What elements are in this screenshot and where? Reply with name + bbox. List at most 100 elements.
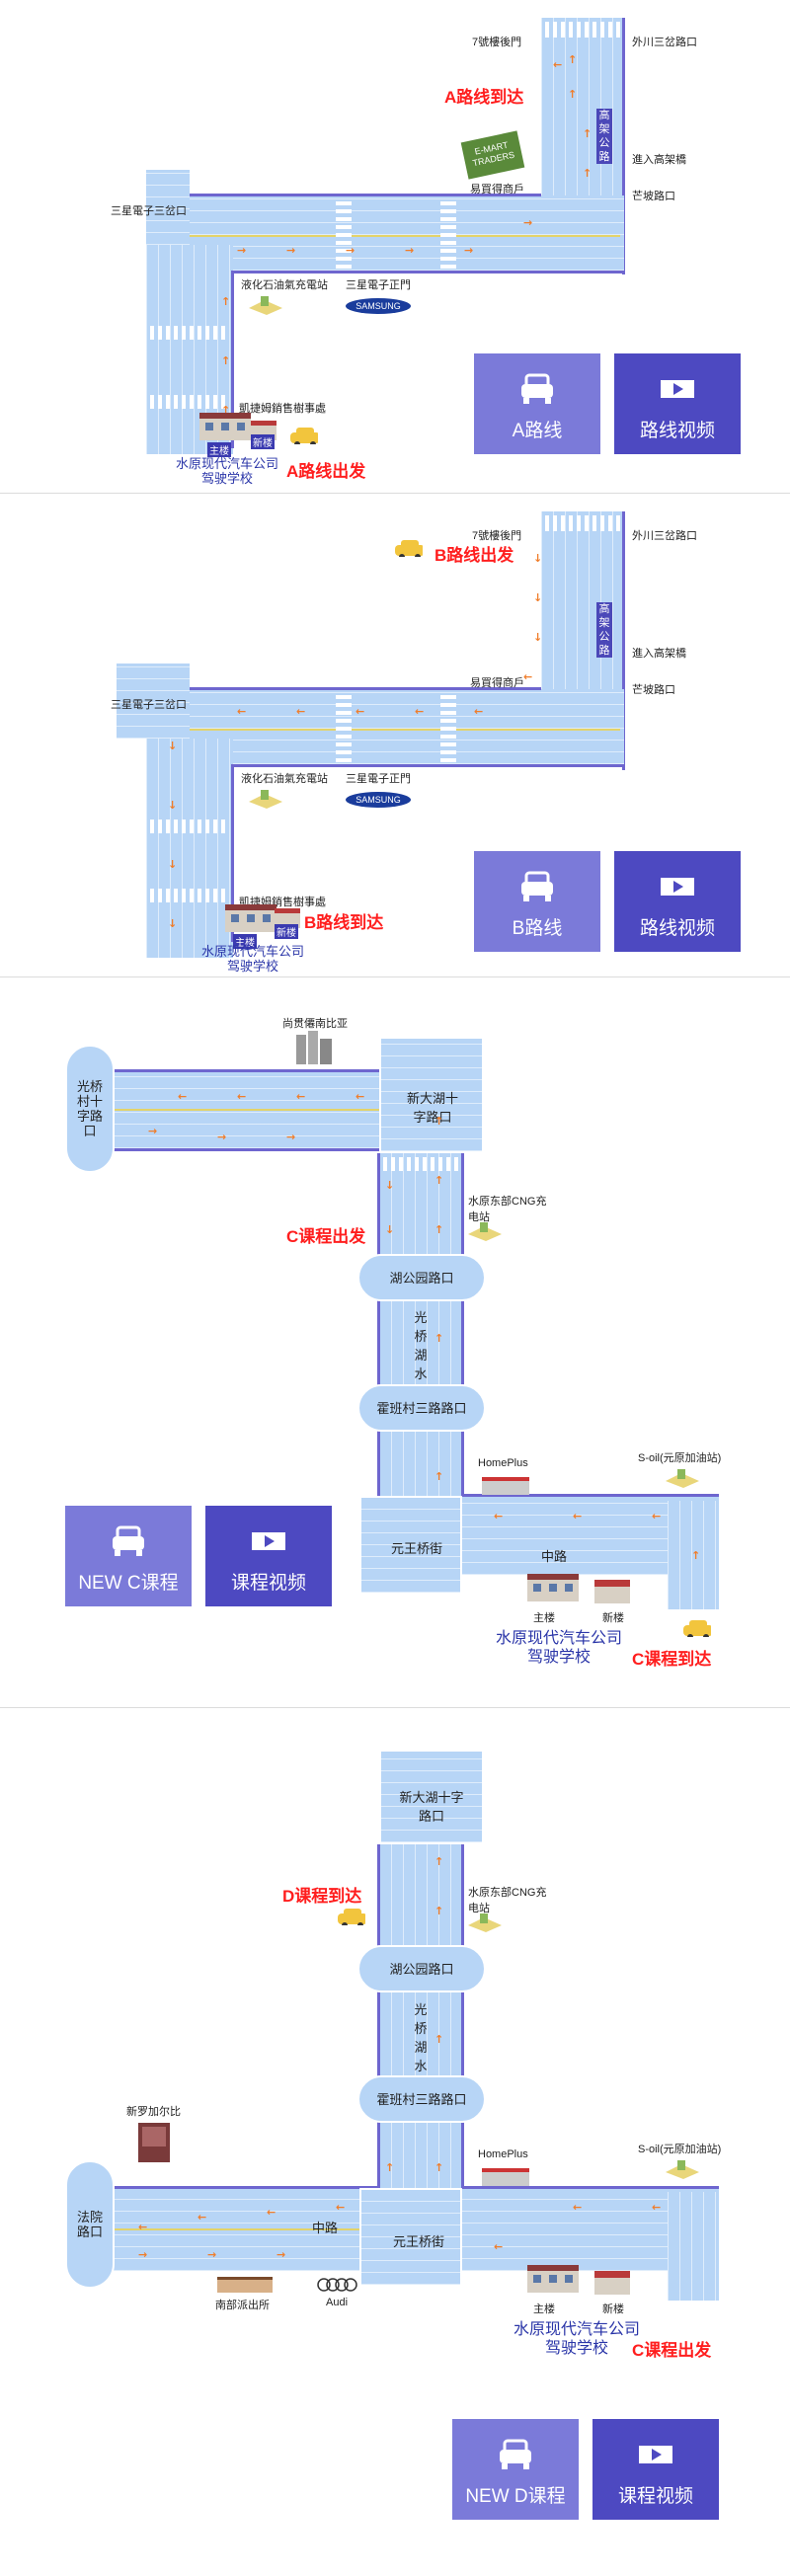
route-b-map: ↓ ↓ ↓ ← ← ← ← ← ← ↓ ↓ ↓ ↓ 高架公路 7號樓後門 外川三… <box>0 494 790 977</box>
route-a-map: ↑ ↑ ↑ ↑ ← → → → → → → ↑ ↑ ↑ 高架公路 7號樓後門 外… <box>0 0 790 494</box>
road-edge <box>231 271 234 448</box>
main-building-icon <box>199 413 251 440</box>
soil-label: S-oil(元原加油站) <box>638 1452 722 1464</box>
new-building-tag: 新楼 <box>275 924 298 939</box>
hugongyuan-label: 湖公园路口 <box>389 1270 454 1286</box>
route-arrow: → <box>217 1131 227 1143</box>
route-arrow: ← <box>356 1090 365 1103</box>
samsung-junction-label: 三星電子三岔口 <box>111 699 187 711</box>
main-building-icon <box>225 904 276 932</box>
route-arrow: ↑ <box>568 53 578 66</box>
crosswalk <box>545 515 620 531</box>
enter-viaduct-label: 進入高架橋 <box>632 648 686 660</box>
gas-station-icon <box>666 1469 699 1488</box>
route-arrow: ↓ <box>385 1223 395 1236</box>
course-d-button-label: NEW D课程 <box>465 2486 566 2507</box>
building-icon <box>296 1031 332 1064</box>
route-b-depart-label: B路线出发 <box>434 546 514 565</box>
center-line <box>186 729 620 731</box>
school-name-line1: 水原现代汽车公司 <box>496 1630 623 1647</box>
route-arrow: ← <box>415 705 425 718</box>
route-arrow: ↓ <box>168 740 178 752</box>
crosswalk <box>150 326 229 340</box>
main-building-icon <box>527 2265 579 2293</box>
route-arrow: ↓ <box>385 1179 395 1192</box>
fayuan-label: 法院路口 <box>76 2210 103 2239</box>
route-b-button-label: B路线 <box>512 918 563 939</box>
route-arrow: ← <box>237 705 247 718</box>
xindahu-block <box>379 1750 484 1844</box>
route-video-button[interactable]: 路线视频 <box>614 353 741 454</box>
crosswalk <box>383 1157 458 1171</box>
yuanwang-block <box>359 1496 462 1595</box>
road-corner <box>541 689 624 764</box>
center-line <box>109 2228 375 2230</box>
road-right-vertical <box>668 2192 719 2301</box>
huoban-label: 霍班村三路路口 <box>376 2091 467 2107</box>
cng-label: 水原东部CNG充电站 <box>468 1887 547 1914</box>
huoban-label: 霍班村三路路口 <box>376 1400 467 1416</box>
road-edge <box>186 194 541 196</box>
gas-station-icon <box>468 1222 502 1241</box>
crosswalk <box>440 197 456 269</box>
route-arrow: ← <box>198 2211 207 2224</box>
video-icon <box>661 874 694 899</box>
road-edge <box>622 511 625 770</box>
route-b-button[interactable]: B路线 <box>474 851 600 952</box>
route-arrow: → <box>464 244 474 257</box>
course-c-button[interactable]: NEW C课程 <box>65 1506 192 1606</box>
route-a-button[interactable]: A路线 <box>474 353 600 454</box>
route-arrow: → <box>405 244 415 257</box>
route-arrow: ↑ <box>434 1855 444 1868</box>
crosswalk <box>440 691 456 762</box>
road-edge <box>377 1153 380 1499</box>
homeplus-label: HomePlus <box>478 2148 528 2160</box>
audi-label: Audi <box>326 2297 349 2308</box>
route-arrow: ↑ <box>434 1332 444 1345</box>
car-icon <box>521 373 553 404</box>
gas-station-icon <box>249 296 282 315</box>
new-building-tag: 新楼 <box>602 2303 624 2315</box>
route-video-button[interactable]: 路线视频 <box>614 851 741 952</box>
course-d-map: 新大湖十字路口 湖公园路口 光桥湖水道 霍班村三路路口 法院路口 元王桥街 中路… <box>0 1708 790 2574</box>
waichuan-label: 外川三岔路口 <box>632 530 697 542</box>
route-arrow: ↑ <box>691 1549 701 1562</box>
homeplus-building-icon <box>482 2168 529 2186</box>
viaduct-label: 高架公路 <box>596 109 612 164</box>
intersection-block <box>146 170 190 245</box>
road-vertical <box>379 1153 462 1528</box>
samsung-gate-label: 三星電子正門 <box>346 279 411 291</box>
route-arrow: ← <box>296 1090 306 1103</box>
yimaoshang-label: 易買得商戶 <box>470 677 524 689</box>
road-edge <box>233 271 625 273</box>
route-arrow: ← <box>237 1090 247 1103</box>
course-d-depart-label: C课程出发 <box>632 2341 712 2360</box>
route-arrow: ↓ <box>168 917 178 930</box>
main-building-tag: 主楼 <box>233 934 257 949</box>
route-arrow: ↑ <box>568 88 578 101</box>
route-arrow: ↑ <box>583 127 592 140</box>
car-icon <box>521 871 553 901</box>
course-video-button[interactable]: 课程视频 <box>592 2419 719 2520</box>
route-arrow: → <box>237 244 247 257</box>
road-edge <box>461 1844 464 2190</box>
course-d-button[interactable]: NEW D课程 <box>452 2419 579 2520</box>
slope-label: 芒坡路口 <box>632 191 675 202</box>
homeplus-building-icon <box>482 1477 529 1495</box>
emart-logo: E-MART TRADERS <box>460 130 525 180</box>
school-name-line2: 驾驶学校 <box>201 471 254 486</box>
route-arrow: ↑ <box>221 354 231 367</box>
crosswalk <box>336 197 352 269</box>
route-arrow: ↓ <box>533 631 543 644</box>
route-arrow: → <box>207 2248 217 2261</box>
gate7-label: 7號樓後門 <box>472 37 522 48</box>
route-arrow: → <box>276 2248 286 2261</box>
route-a-arrive-label: A路线到达 <box>444 88 524 107</box>
car-icon <box>500 2439 531 2469</box>
car-icon <box>395 540 423 557</box>
route-arrow: ← <box>494 1510 504 1522</box>
route-arrow: → <box>138 2248 148 2261</box>
route-arrow: ← <box>652 2201 662 2214</box>
route-arrow: ← <box>474 705 484 718</box>
course-video-button[interactable]: 课程视频 <box>205 1506 332 1606</box>
